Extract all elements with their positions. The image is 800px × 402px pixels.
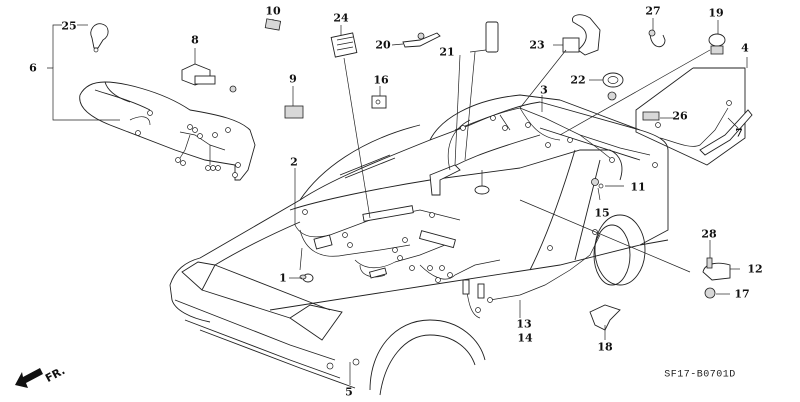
- loose-parts: [90, 14, 731, 370]
- callout-11[interactable]: 11: [630, 180, 646, 194]
- callout-20[interactable]: 20: [375, 38, 391, 52]
- callout-2[interactable]: 2: [290, 155, 298, 169]
- front-direction-arrow: [15, 368, 43, 388]
- callout-17[interactable]: 17: [734, 287, 750, 301]
- callout-4[interactable]: 4: [741, 41, 749, 55]
- callout-14[interactable]: 14: [517, 331, 533, 345]
- callout-7[interactable]: 7: [735, 126, 743, 140]
- callout-13[interactable]: 13: [516, 317, 532, 331]
- callout-21[interactable]: 21: [439, 45, 455, 59]
- callout-23[interactable]: 23: [529, 38, 545, 52]
- dashboard-harness: [79, 81, 256, 181]
- callout-3[interactable]: 3: [540, 83, 548, 97]
- callout-19[interactable]: 19: [708, 6, 724, 20]
- callout-12[interactable]: 12: [747, 262, 763, 276]
- car-body: [169, 94, 669, 396]
- callout-27[interactable]: 27: [645, 4, 661, 18]
- callout-1[interactable]: 1: [279, 271, 287, 285]
- center-harness: [429, 54, 490, 196]
- callout-10[interactable]: 10: [265, 4, 281, 18]
- front-harness: [294, 205, 461, 279]
- callout-22[interactable]: 22: [570, 73, 586, 87]
- callout-8[interactable]: 8: [191, 33, 199, 47]
- callout-25[interactable]: 25: [61, 19, 77, 33]
- sub-harness-group: [635, 67, 753, 166]
- callout-5[interactable]: 5: [345, 385, 353, 399]
- leader-lines: [47, 18, 748, 385]
- floor-harness: [419, 229, 601, 319]
- rear-harness: [454, 107, 658, 189]
- callout-15[interactable]: 15: [594, 206, 610, 220]
- callout-26[interactable]: 26: [672, 109, 688, 123]
- callout-28[interactable]: 28: [701, 227, 717, 241]
- callout-24[interactable]: 24: [333, 11, 349, 25]
- callout-9[interactable]: 9: [289, 72, 297, 86]
- callout-18[interactable]: 18: [597, 340, 613, 354]
- callout-16[interactable]: 16: [373, 73, 389, 87]
- diagram-code: SF17-B0701D: [664, 369, 736, 381]
- callout-6[interactable]: 6: [29, 61, 37, 75]
